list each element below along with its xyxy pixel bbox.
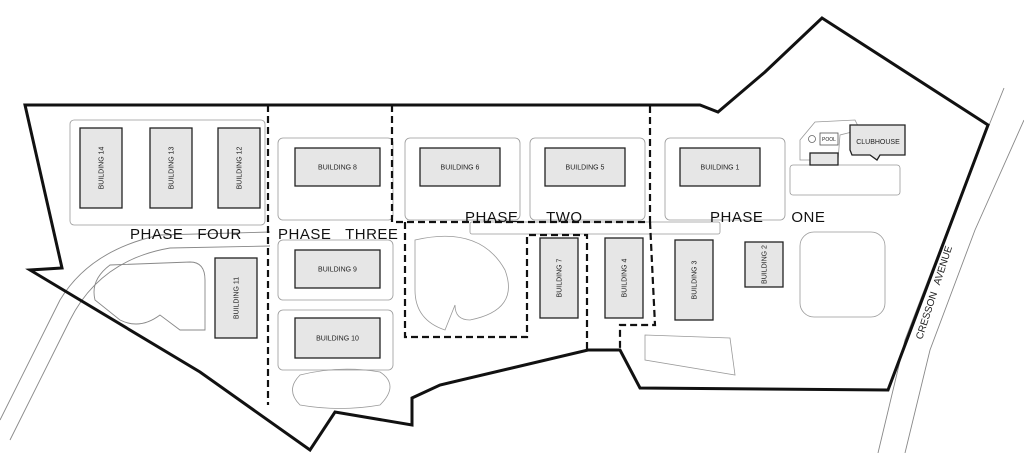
phase-four-label: PHASE FOUR: [130, 226, 242, 243]
building-label: BUILDING 13: [169, 146, 176, 189]
building-footprint: [544, 147, 626, 187]
building-8: BUILDING 8: [294, 147, 381, 187]
building-11: BUILDING 11: [214, 257, 258, 339]
building-footprint: [214, 257, 258, 339]
building-10: BUILDING 10: [294, 317, 381, 359]
pool-label: POOL: [822, 137, 836, 143]
building-footprint: [294, 249, 381, 289]
building-footprint: [539, 237, 579, 319]
building-footprint: [79, 127, 123, 209]
building-label: BUILDING 8: [318, 165, 357, 172]
building-9: BUILDING 9: [294, 249, 381, 289]
building-label: BUILDING 5: [566, 165, 605, 172]
building-label: BUILDING 11: [234, 277, 241, 319]
pool-building: [809, 152, 839, 166]
building-label: BUILDING 4: [622, 258, 629, 297]
building-footprint: [604, 237, 644, 319]
building-footprint: [679, 147, 761, 187]
building-2: BUILDING 2: [744, 241, 784, 288]
building-label: BUILDING 7: [557, 258, 564, 297]
building-5: BUILDING 5: [544, 147, 626, 187]
building-label: BUILDING 14: [99, 146, 106, 189]
building-14: BUILDING 14: [79, 127, 123, 209]
building-7: BUILDING 7: [539, 237, 579, 319]
building-6: BUILDING 6: [419, 147, 501, 187]
phase-one-label: PHASE ONE: [710, 209, 825, 226]
building-footprint: [294, 147, 381, 187]
phase-boundaries: [266, 105, 657, 405]
building-12: BUILDING 12: [217, 127, 261, 209]
building-footprint: [294, 317, 381, 359]
building-1: BUILDING 1: [679, 147, 761, 187]
building-label: BUILDING 2: [762, 245, 769, 284]
building-13: BUILDING 13: [149, 127, 193, 209]
building-4: BUILDING 4: [604, 237, 644, 319]
pool: [819, 132, 839, 146]
street-label: CRESSON AVENUE: [914, 244, 955, 341]
building-footprint: [744, 241, 784, 288]
building-label: BUILDING 10: [316, 336, 359, 343]
phase-three-label: PHASE THREE: [278, 226, 398, 243]
access-road: [0, 231, 271, 441]
spa-icon: [808, 135, 816, 143]
building-label: BUILDING 1: [701, 165, 740, 172]
building-footprint: [149, 127, 193, 209]
building-footprint: [419, 147, 501, 187]
building-footprint: [217, 127, 261, 209]
building-label: BUILDING 3: [692, 260, 699, 299]
building-label: BUILDING 12: [237, 146, 244, 189]
clubhouse-building: [849, 124, 906, 161]
buildings: BUILDING 14 BUILDING 13 BUILDING 12 BUILDIN…: [79, 127, 784, 359]
property-boundary: [23, 16, 990, 453]
clubhouse-label: CLUBHOUSE: [856, 139, 900, 146]
phase-two-label: PHASE TWO: [465, 209, 583, 226]
building-label: BUILDING 9: [318, 267, 357, 274]
building-footprint: [674, 239, 714, 321]
building-label: BUILDING 6: [441, 165, 480, 172]
building-3: BUILDING 3: [674, 239, 714, 321]
clubhouse-area: POOL CLUBHOUSE: [799, 119, 906, 166]
